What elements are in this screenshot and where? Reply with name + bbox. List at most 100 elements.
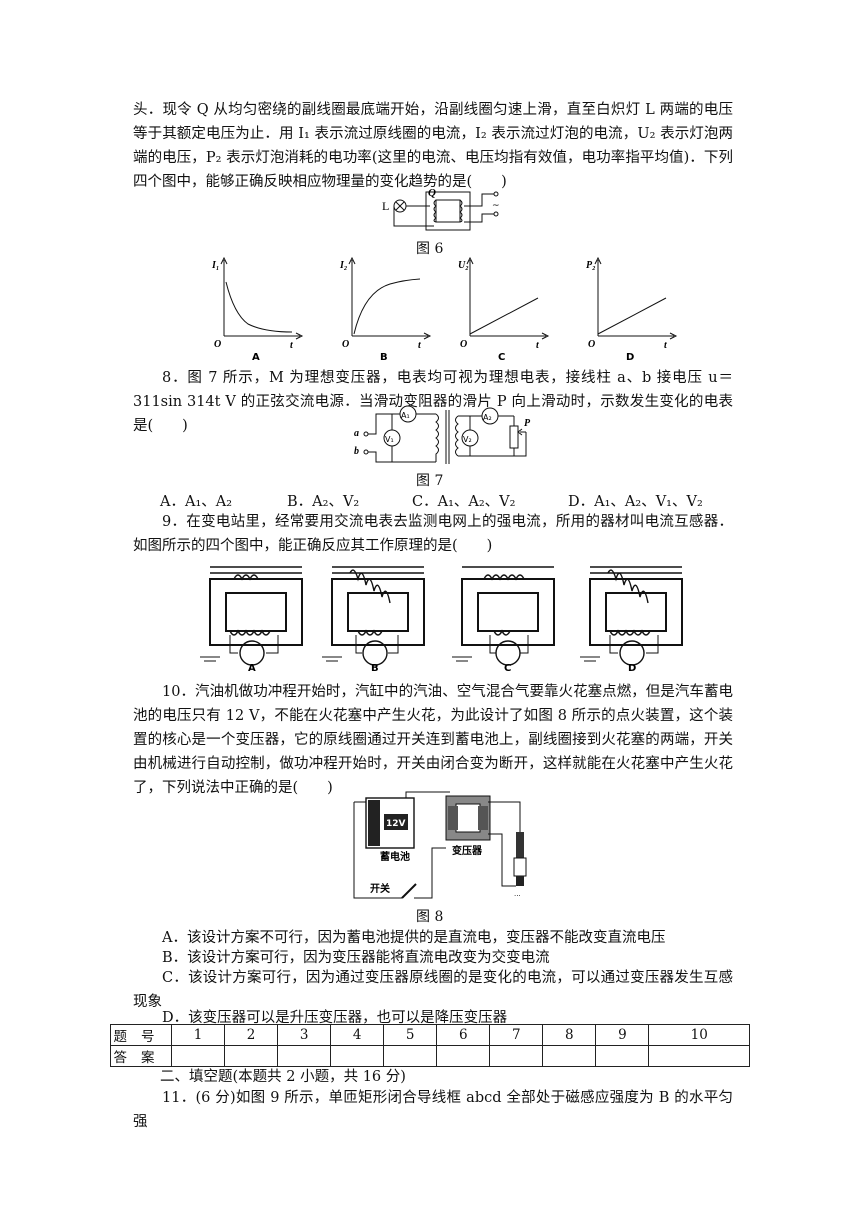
q9-text: 9．在变电站里，经常要用交流电表去监测电网上的强电流，所用的器材叫电流互感器．如… [133, 514, 733, 554]
svg-text:~: ~ [492, 201, 500, 211]
svg-text:P: P [524, 418, 531, 429]
graph-a-ylabel: I₁ [211, 260, 219, 271]
graph-a-curve [225, 281, 293, 333]
svg-text:C: C [504, 663, 511, 673]
graph-c-letter: C [498, 352, 505, 363]
answer-cell-6[interactable] [436, 1045, 491, 1067]
graph-d-letter: D [626, 352, 634, 363]
q9-diagram-d: D [580, 566, 683, 673]
figure-8: 12V 蓄电池 变压器 ··· 开关 [353, 791, 527, 900]
q8-text: 8．图 7 所示，M 为理想变压器，电表均可视为理想电表，接线柱 a、b 接电压… [133, 370, 733, 434]
q8-option-c: C．A₁、A₂、V₂ [412, 494, 516, 510]
svg-text:t: t [664, 340, 668, 351]
table-header-number: 题号 [110, 1024, 172, 1046]
answer-cell-10[interactable] [648, 1045, 750, 1067]
switch-icon [401, 883, 417, 899]
spark-plug-icon [516, 832, 524, 858]
svg-text:变压器: 变压器 [452, 844, 483, 857]
table-number-6: 6 [436, 1024, 491, 1046]
figure-q9: A B C [200, 566, 683, 673]
table-number-5: 5 [383, 1024, 438, 1046]
answer-cell-9[interactable] [595, 1045, 650, 1067]
svg-text:A₂: A₂ [483, 413, 492, 422]
table-number-9: 9 [595, 1024, 650, 1046]
fig6-slider-label: Q [428, 187, 436, 199]
table-number-10: 10 [648, 1024, 750, 1046]
answer-cell-3[interactable] [277, 1045, 332, 1067]
answer-cell-7[interactable] [489, 1045, 544, 1067]
ammeter-a1 [399, 405, 417, 423]
rheostat [509, 425, 519, 449]
fig6-lamp-label: L [382, 199, 389, 213]
svg-text:O: O [588, 339, 595, 350]
q11-text: 11．(6 分)如图 9 所示，单匝矩形闭合导线框 abcd 全部处于磁感应强度… [133, 1090, 733, 1130]
answer-cell-8[interactable] [542, 1045, 597, 1067]
svg-text:蓄电池: 蓄电池 [380, 850, 410, 863]
table-header-answer: 答案 [110, 1045, 172, 1067]
answer-cell-2[interactable] [224, 1045, 279, 1067]
svg-text:A₁: A₁ [401, 411, 410, 420]
table-number-7: 7 [489, 1024, 544, 1046]
q7-text: 头．现令 Q 从均匀密绕的副线圈最底端开始，沿副线圈匀速上滑，直至白炽灯 L 两… [133, 102, 733, 190]
transformer-core [425, 191, 471, 231]
answer-cell-4[interactable] [330, 1045, 385, 1067]
graph-b: I₂ O t B [339, 256, 432, 363]
svg-text:V₂: V₂ [463, 435, 472, 444]
svg-text:t: t [536, 340, 540, 351]
fig8-caption: 图 8 [416, 909, 444, 925]
answer-cell-1[interactable] [170, 1045, 226, 1067]
q10-option-b: B．该设计方案可行，因为变压器能将直流电改变为交变电流 [162, 950, 550, 966]
figure-6: L Q ~ [382, 187, 500, 231]
graph-c-line [469, 297, 539, 335]
graph-a: I₁ O t A [211, 256, 304, 363]
figure-7: a b A₁ V₁ A₂ V₂ P [354, 405, 531, 464]
graph-b-ylabel: I₂ [339, 260, 347, 271]
svg-text:V₁: V₁ [385, 435, 394, 444]
q10-option-a: A．该设计方案不可行，因为蓄电池提供的是直流电，变压器不能改变直流电压 [162, 930, 666, 946]
svg-text:O: O [214, 339, 221, 350]
table-number-1: 1 [170, 1024, 226, 1046]
ammeter-a2 [481, 407, 499, 425]
svg-text:···: ··· [514, 892, 521, 900]
svg-text:O: O [460, 339, 467, 350]
graph-d-ylabel: P₂ [586, 260, 596, 271]
graph-c: U₂ O t C [458, 256, 550, 363]
table-number-2: 2 [224, 1024, 279, 1046]
graph-d-line [597, 297, 667, 335]
svg-text:开关: 开关 [370, 882, 390, 895]
q8-option-a: A．A₁、A₂ [160, 494, 233, 510]
svg-text:12V: 12V [386, 819, 406, 829]
svg-text:B: B [371, 663, 379, 673]
answer-table-number-row: 题号 1 2 3 4 5 6 7 8 9 10 [110, 1024, 750, 1046]
fig7-caption: 图 7 [416, 473, 444, 489]
svg-text:b: b [354, 446, 359, 457]
section-2-title: 二、填空题(本题共 2 小题，共 16 分) [160, 1069, 406, 1085]
q8-option-d: D．A₁、A₂、V₁、V₂ [568, 494, 703, 510]
svg-text:A: A [248, 663, 256, 673]
table-number-4: 4 [330, 1024, 385, 1046]
graph-d: P₂ O t D [586, 256, 678, 363]
table-number-3: 3 [277, 1024, 332, 1046]
q8-option-b: B．A₂、V₂ [287, 494, 360, 510]
q9-diagram-c: C [452, 566, 555, 673]
graph-b-letter: B [380, 352, 388, 363]
answer-table-answer-row: 答案 [110, 1045, 750, 1067]
svg-text:t: t [290, 340, 294, 351]
answer-table: 题号 1 2 3 4 5 6 7 8 9 10 答案 [110, 1024, 750, 1067]
svg-text:D: D [628, 663, 636, 673]
graph-a-letter: A [252, 352, 260, 363]
table-number-8: 8 [542, 1024, 597, 1046]
q9-diagram-a: A [200, 566, 303, 673]
svg-text:O: O [342, 339, 349, 350]
q10-text: 10．汽油机做功冲程开始时，汽缸中的汽油、空气混合气要靠火花塞点燃，但是汽车蓄电… [133, 684, 733, 796]
graph-b-curve [353, 278, 421, 335]
q9-diagram-b: B [322, 566, 425, 673]
fig6-caption: 图 6 [416, 241, 444, 257]
graph-c-ylabel: U₂ [458, 260, 469, 271]
svg-text:t: t [418, 340, 422, 351]
q10-option-d: D．该变压器可以是升压变压器，也可以是降压变压器 [162, 1010, 508, 1026]
q10-option-c: C．该设计方案可行，因为通过变压器原线圈的是变化的电流，可以通过变压器发生互感现… [133, 970, 733, 1010]
svg-text:a: a [354, 428, 359, 439]
answer-cell-5[interactable] [383, 1045, 438, 1067]
